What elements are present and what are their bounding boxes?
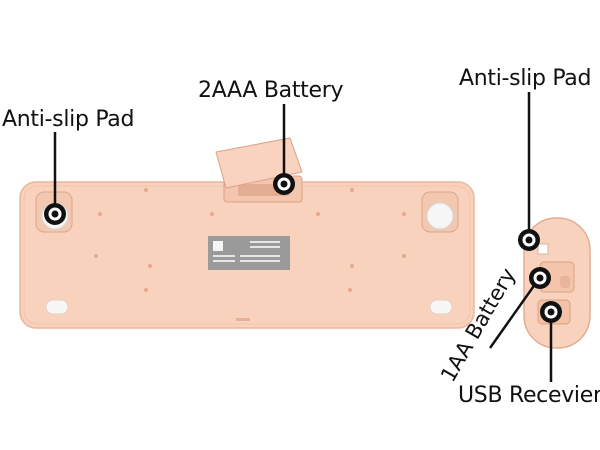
callout-marker-left-pad — [44, 132, 66, 225]
callout-marker-battery — [273, 104, 295, 195]
bottom-pad-right — [429, 299, 453, 315]
tilt-foot-right — [421, 191, 459, 233]
callout-marker-usb — [540, 301, 562, 382]
callout-label-right-pad: Anti-slip Pad — [459, 66, 592, 91]
callout-marker-right-pad — [518, 92, 540, 251]
callout-label-left-pad: Anti-slip Pad — [2, 107, 135, 132]
callout-label-battery-2aaa: 2AAA Battery — [198, 78, 344, 103]
bottom-pad-left — [45, 299, 69, 315]
callout-label-usb-receiver: USB Recevier — [458, 383, 600, 408]
keyboard-body — [19, 137, 475, 329]
callout-marker-1aa — [488, 267, 551, 349]
